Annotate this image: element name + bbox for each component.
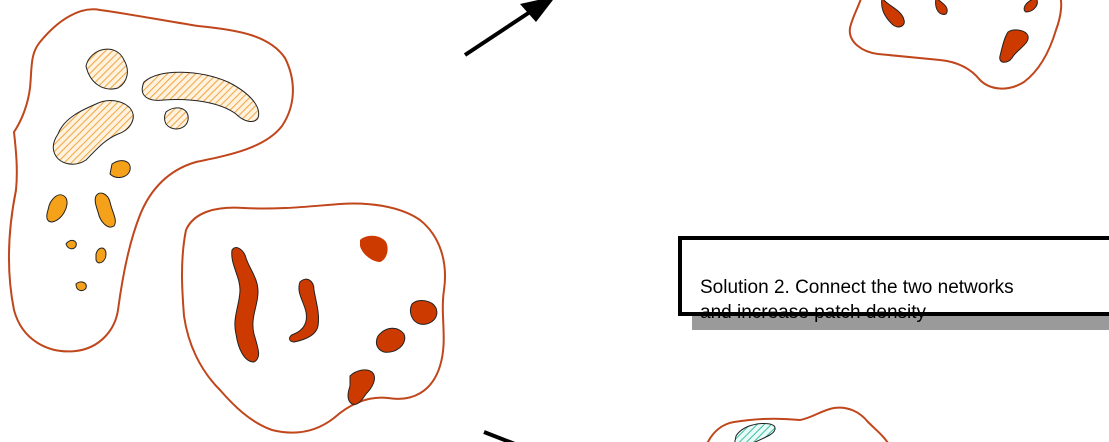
- red-patch-hook: [290, 279, 319, 342]
- hatched-patch-banana: [142, 72, 258, 121]
- red-patch-top-right-3: [1024, 0, 1037, 12]
- red-patch-long: [232, 248, 259, 362]
- orange-patch-2: [47, 195, 67, 222]
- red-patch-top-right-4: [1000, 30, 1028, 62]
- orange-patch-3: [95, 193, 115, 227]
- solution-callout-box: Solution 2. Connect the two networks and…: [678, 236, 1109, 316]
- orange-patch-1: [110, 161, 130, 178]
- red-patch-right: [410, 301, 436, 325]
- orange-patch-5: [96, 248, 106, 263]
- red-patch-mid: [376, 328, 404, 352]
- orange-patch-6: [76, 282, 86, 291]
- teal-hatched-patch: [734, 424, 775, 442]
- hatched-patch-small: [165, 108, 189, 129]
- hatched-patch-large: [53, 101, 133, 165]
- arrow-lower: [484, 432, 520, 442]
- arrow-upper: [465, 0, 556, 55]
- hatched-patch-top: [86, 49, 127, 89]
- red-patch-top-right-1: [882, 0, 905, 27]
- red-patch-top-right-2: [936, 0, 948, 14]
- network-outline-top-right: [850, 0, 1061, 89]
- red-patch-top: [360, 236, 388, 262]
- network-outline-bottom-right: [706, 408, 890, 442]
- orange-patch-4: [66, 240, 76, 248]
